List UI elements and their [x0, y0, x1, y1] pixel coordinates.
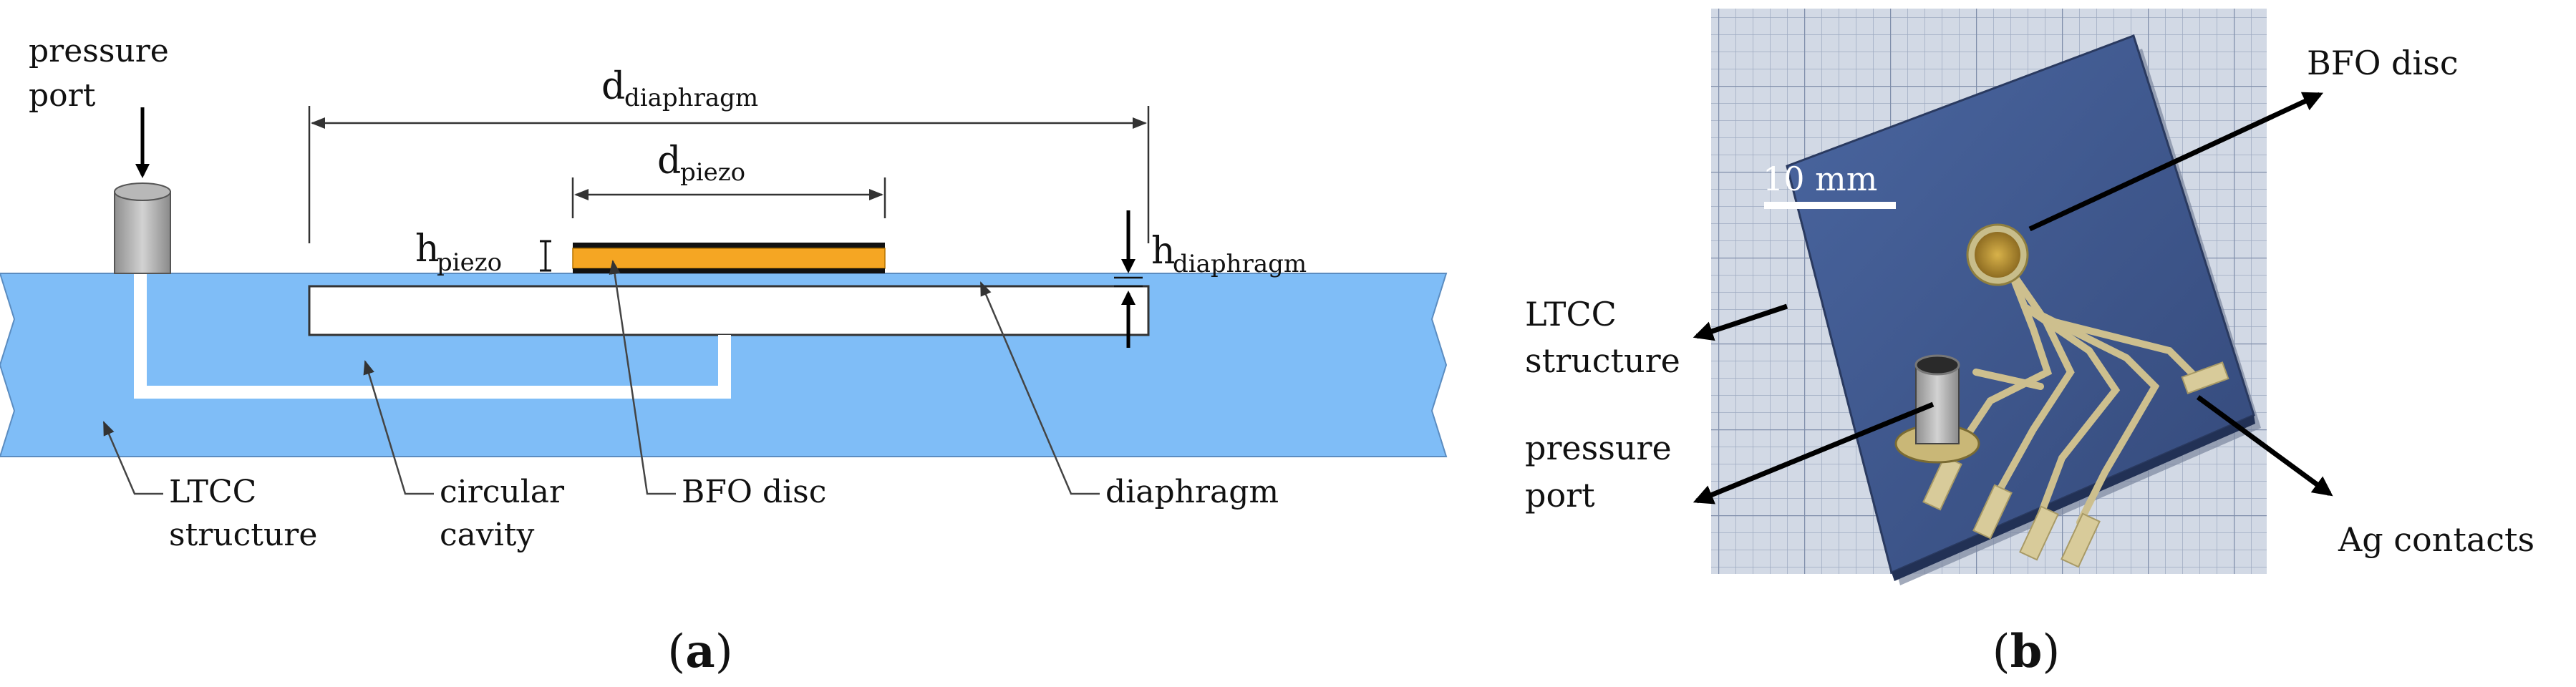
d-piezo-dimension: d piezo — [571, 140, 886, 218]
pressure-port-line2: port — [29, 77, 96, 114]
h-piezo-sub: piezo — [437, 248, 502, 277]
ltcc-structure-line2: structure — [169, 517, 317, 553]
pressure-port-b-line2: port — [1525, 476, 1595, 515]
bfo-disc-label-b: BFO disc — [2307, 44, 2459, 82]
pressure-port-tube — [114, 182, 171, 274]
h-diaphragm-dimension: h diaphragm — [1114, 210, 1307, 348]
panel-b: 10 mm BFO disc LTCC structure pressure p… — [1525, 9, 2534, 678]
panel-a: d diaphragm d piezo h piezo h diaphragm — [0, 33, 1448, 678]
h-diaphragm-main: h — [1151, 230, 1176, 273]
bfo-disc-label-a: BFO disc — [682, 474, 826, 510]
caption-b: (b) — [1992, 625, 2061, 678]
d-piezo-sub: piezo — [680, 158, 745, 187]
scale-bar — [1764, 202, 1896, 209]
diaphragm-label: diaphragm — [1105, 474, 1279, 510]
ag-contacts — [1944, 267, 2202, 526]
d-diaphragm-main: d — [601, 65, 625, 108]
pointer-arrows — [1693, 92, 2333, 505]
scale-bar-label: 10 mm — [1763, 160, 1877, 198]
ltcc-structure-line1: LTCC — [169, 474, 256, 510]
pressure-channel — [134, 273, 731, 399]
caption-a: (a) — [667, 625, 732, 678]
piezo-disc — [572, 243, 886, 273]
h-piezo-main: h — [415, 228, 440, 271]
d-diaphragm-sub: diaphragm — [624, 84, 758, 112]
d-piezo-main: d — [657, 140, 681, 182]
pressure-port-label: pressure port — [29, 33, 169, 178]
circular-cavity — [308, 285, 1150, 336]
ltcc-structure-b-line1: LTCC — [1525, 295, 1617, 333]
ltcc-structure-b-line2: structure — [1525, 341, 1680, 380]
h-diaphragm-sub: diaphragm — [1173, 250, 1307, 278]
pressure-port-photo — [1894, 354, 1980, 464]
pressure-port-b-line1: pressure — [1525, 429, 1672, 467]
circular-cavity-line1: circular — [440, 474, 565, 510]
h-piezo-dimension: h piezo — [415, 228, 551, 277]
bfo-disc-photo — [1966, 223, 2029, 286]
pressure-port-line1: pressure — [29, 33, 169, 69]
ag-contacts-label: Ag contacts — [2338, 520, 2534, 559]
leader-lines — [102, 260, 1100, 495]
circular-cavity-line2: cavity — [440, 517, 534, 553]
d-diaphragm-dimension: d diaphragm — [308, 65, 1150, 243]
